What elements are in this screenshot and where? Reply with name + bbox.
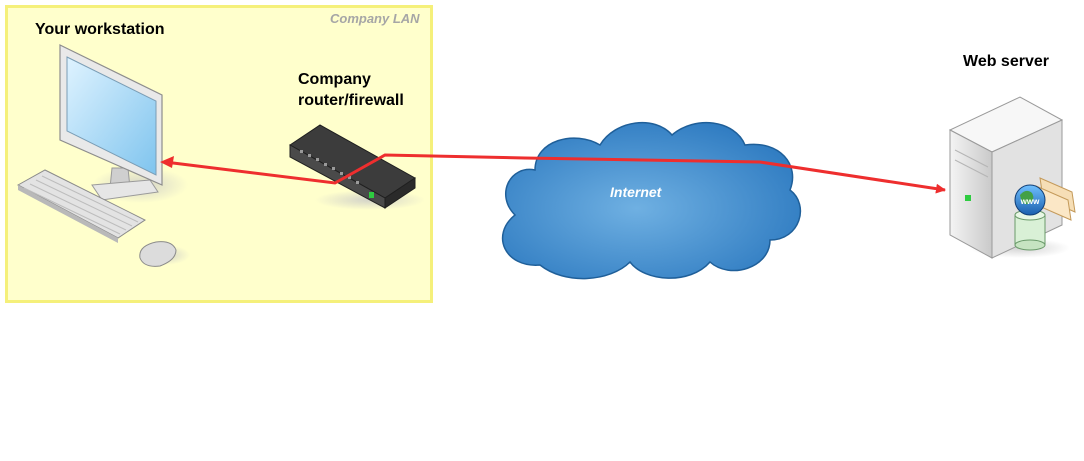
arrow-head-workstation [160, 156, 174, 168]
www-badge: www [1020, 197, 1040, 206]
router-label-line2: router/firewall [298, 92, 404, 109]
zone-title: Company LAN [330, 11, 420, 26]
workstation-label: Your workstation [35, 21, 165, 38]
router-firewall-icon [289, 124, 425, 210]
web-server-icon: www [948, 96, 1076, 259]
router-label: Company router/firewall [298, 69, 404, 111]
router-label-line1: Company [298, 71, 371, 88]
internet-label: Internet [610, 184, 662, 200]
cloud-icon [501, 121, 801, 280]
desktop-computer-icon [16, 44, 190, 267]
web-server-label: Web server [963, 53, 1049, 70]
connection-line [164, 153, 946, 194]
